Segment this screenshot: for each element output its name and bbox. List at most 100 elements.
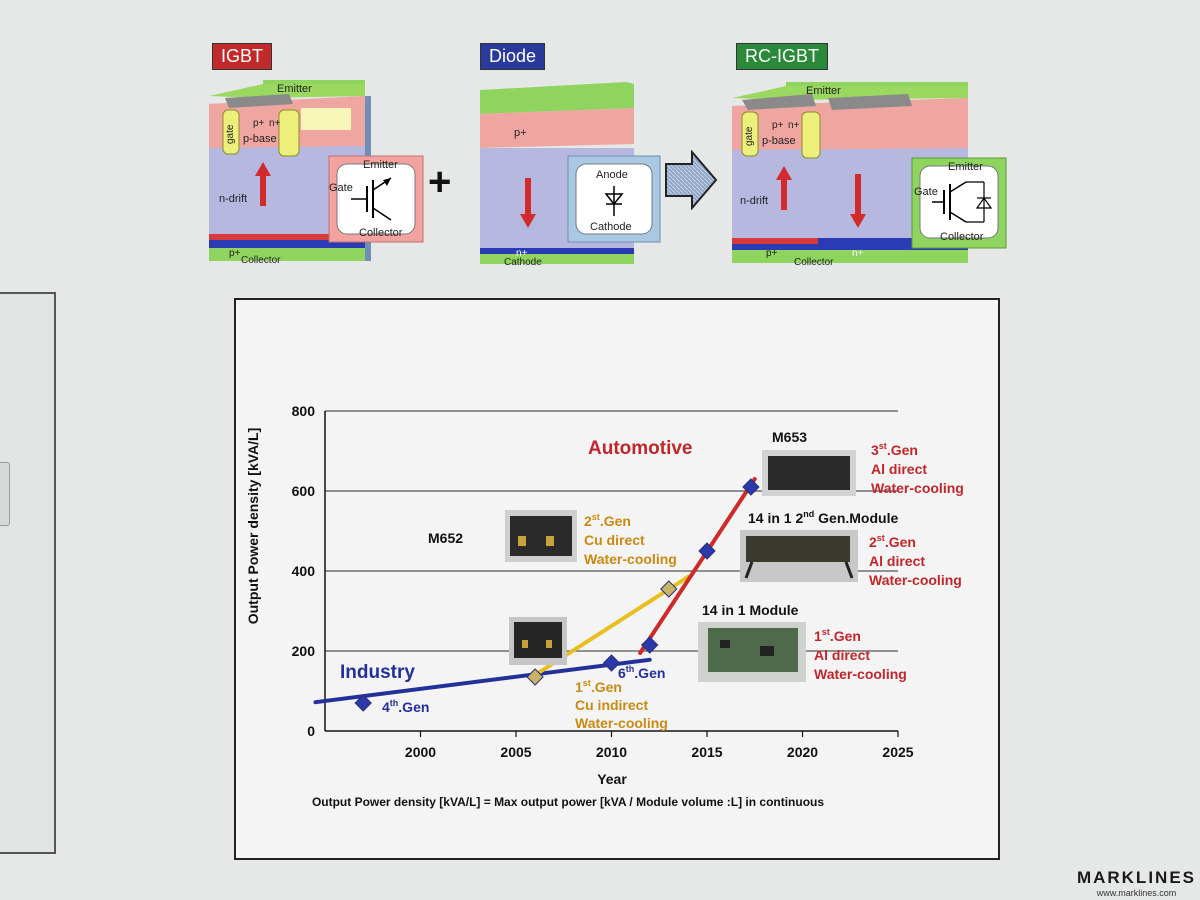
diode-symbol-cathode: Cathode xyxy=(590,221,632,233)
diode-n-plus-label: n+ xyxy=(516,248,528,259)
y-tick-label: 0 xyxy=(307,723,315,739)
svg-text:Water-cooling: Water-cooling xyxy=(871,480,964,496)
chart-axes: 0 200 400 600 800 2000 2005 2010 2015 2020 2025 xyxy=(292,403,914,760)
igbt-gate-side-label: gate xyxy=(225,124,236,144)
diode-symbol-anode: Anode xyxy=(596,169,628,181)
series-line-0 xyxy=(313,657,652,705)
x-tick-label: 2000 xyxy=(405,744,436,760)
svg-text:3st.Gen: 3st.Gen xyxy=(871,441,918,458)
annotation-al-direct-3: 3st.Gen Al direct Water-cooling xyxy=(871,441,964,496)
watermark-logo: MARKLINES xyxy=(1076,868,1196,887)
diode-p-plus-label: p+ xyxy=(514,127,527,139)
y-axis-title: Output Power density [kVA/L] xyxy=(245,428,261,625)
annotation-6th-gen: 6th.Gen xyxy=(618,664,665,681)
diode-title: Diode xyxy=(480,43,546,70)
y-tick-label: 600 xyxy=(292,483,316,499)
svg-text:Cu indirect: Cu indirect xyxy=(575,697,648,713)
annotation-cu-direct: 2st.Gen Cu direct Water-cooling xyxy=(584,512,677,567)
annotation-cu-indirect: 1st.Gen Cu indirect Water-cooling xyxy=(575,678,668,731)
x-tick-label: 2005 xyxy=(500,744,531,760)
rc-igbt-n-plus-label: n+ xyxy=(788,120,800,131)
module-photo-14in1-2nd xyxy=(740,530,858,582)
igbt-collector-label: Collector xyxy=(241,255,281,266)
igbt-emitter-label: Emitter xyxy=(277,83,312,95)
rc-igbt-bottom-p-label: p+ xyxy=(766,248,778,259)
arrow-right-icon xyxy=(665,150,718,210)
svg-text:Water-cooling: Water-cooling xyxy=(575,715,668,731)
adjacent-panel-edge xyxy=(0,292,56,854)
series-points xyxy=(354,478,760,712)
module-photo-m653 xyxy=(762,450,856,496)
svg-text:1st.Gen: 1st.Gen xyxy=(575,678,622,695)
rc-igbt-n-drift-label: n-drift xyxy=(740,195,768,207)
label-14in1-2nd-gen: 14 in 1 2nd Gen.Module xyxy=(748,509,898,526)
igbt-structure: Emitter gate p+ n+ p-base n-drift p+ Col… xyxy=(209,80,424,266)
x-tick-label: 2020 xyxy=(787,744,818,760)
x-axis-title: Year xyxy=(597,771,627,787)
plus-sign: + xyxy=(428,160,452,204)
annotation-al-direct-2: 2st.Gen Al direct Water-cooling xyxy=(869,533,962,588)
svg-text:Water-cooling: Water-cooling xyxy=(814,666,907,682)
svg-text:Al direct: Al direct xyxy=(869,553,925,569)
x-tick-label: 2025 xyxy=(882,744,913,760)
rc-igbt-emitter-label: Emitter xyxy=(806,85,841,97)
igbt-n-plus-label: n+ xyxy=(269,118,281,129)
watermark: MARKLINES www.marklines.com xyxy=(1077,868,1196,898)
series-line-2 xyxy=(638,477,757,655)
data-point xyxy=(602,654,621,672)
svg-text:Al direct: Al direct xyxy=(871,461,927,477)
watermark-url: www.marklines.com xyxy=(1096,888,1177,898)
label-m653: M653 xyxy=(772,429,807,445)
y-tick-label: 800 xyxy=(292,403,316,419)
svg-text:2st.Gen: 2st.Gen xyxy=(869,533,916,550)
igbt-n-drift-label: n-drift xyxy=(219,193,247,205)
adjacent-panel-tab xyxy=(0,462,10,526)
rc-igbt-symbol-emitter: Emitter xyxy=(948,161,983,173)
data-point xyxy=(660,580,678,598)
y-tick-label: 400 xyxy=(292,563,316,579)
igbt-symbol-collector: Collector xyxy=(359,227,403,239)
data-point xyxy=(742,478,760,496)
rc-igbt-gate-side-label: gate xyxy=(744,126,755,146)
igbt-p-plus-label: p+ xyxy=(253,118,265,129)
igbt-p-base-label: p-base xyxy=(243,133,277,145)
svg-text:Cu direct: Cu direct xyxy=(584,532,645,548)
data-point xyxy=(698,542,716,560)
rc-igbt-p-base-label: p-base xyxy=(762,135,796,147)
diode-structure: p+ n+ Cathode Anode Cathode xyxy=(480,82,661,268)
module-photo-6th-gen xyxy=(509,617,567,665)
svg-text:2st.Gen: 2st.Gen xyxy=(584,512,631,529)
chart-footnote: Output Power density [kVA/L] = Max outpu… xyxy=(312,795,824,809)
rc-igbt-bottom-n-label: n+ xyxy=(852,248,864,259)
module-photo-14in1 xyxy=(698,622,806,682)
igbt-symbol-gate: Gate xyxy=(329,182,353,194)
chart-panel xyxy=(234,298,1000,860)
data-point xyxy=(354,694,372,712)
legend-industry: Industry xyxy=(340,662,415,683)
rc-igbt-collector-label: Collector xyxy=(794,257,834,268)
rc-igbt-symbol-collector: Collector xyxy=(940,231,984,243)
x-tick-label: 2015 xyxy=(691,744,722,760)
rc-igbt-title: RC-IGBT xyxy=(736,43,828,70)
igbt-symbol-emitter: Emitter xyxy=(363,159,398,171)
y-tick-label: 200 xyxy=(292,643,316,659)
svg-text:Al direct: Al direct xyxy=(814,647,870,663)
annotation-al-direct-1: 1st.Gen Al direct Water-cooling xyxy=(814,627,907,682)
x-tick-label: 2010 xyxy=(596,744,627,760)
rc-igbt-symbol-gate: Gate xyxy=(914,186,938,198)
label-m652: M652 xyxy=(428,530,463,546)
data-point xyxy=(640,636,659,654)
rc-igbt-p-plus-label: p+ xyxy=(772,120,784,131)
rc-igbt-structure: Emitter gate p+ n+ p-base n-drift p+ n+ … xyxy=(732,82,1007,268)
label-14in1-module: 14 in 1 Module xyxy=(702,602,799,618)
igbt-bottom-p-label: p+ xyxy=(229,248,241,259)
legend-automotive: Automotive xyxy=(588,438,693,459)
igbt-title: IGBT xyxy=(212,43,273,70)
svg-text:Water-cooling: Water-cooling xyxy=(869,572,962,588)
svg-text:1st.Gen: 1st.Gen xyxy=(814,627,861,644)
diode-cathode-label: Cathode xyxy=(504,257,542,268)
module-photo-m652 xyxy=(505,510,577,562)
data-point xyxy=(526,668,544,686)
annotation-4th-gen: 4th.Gen xyxy=(382,698,429,715)
